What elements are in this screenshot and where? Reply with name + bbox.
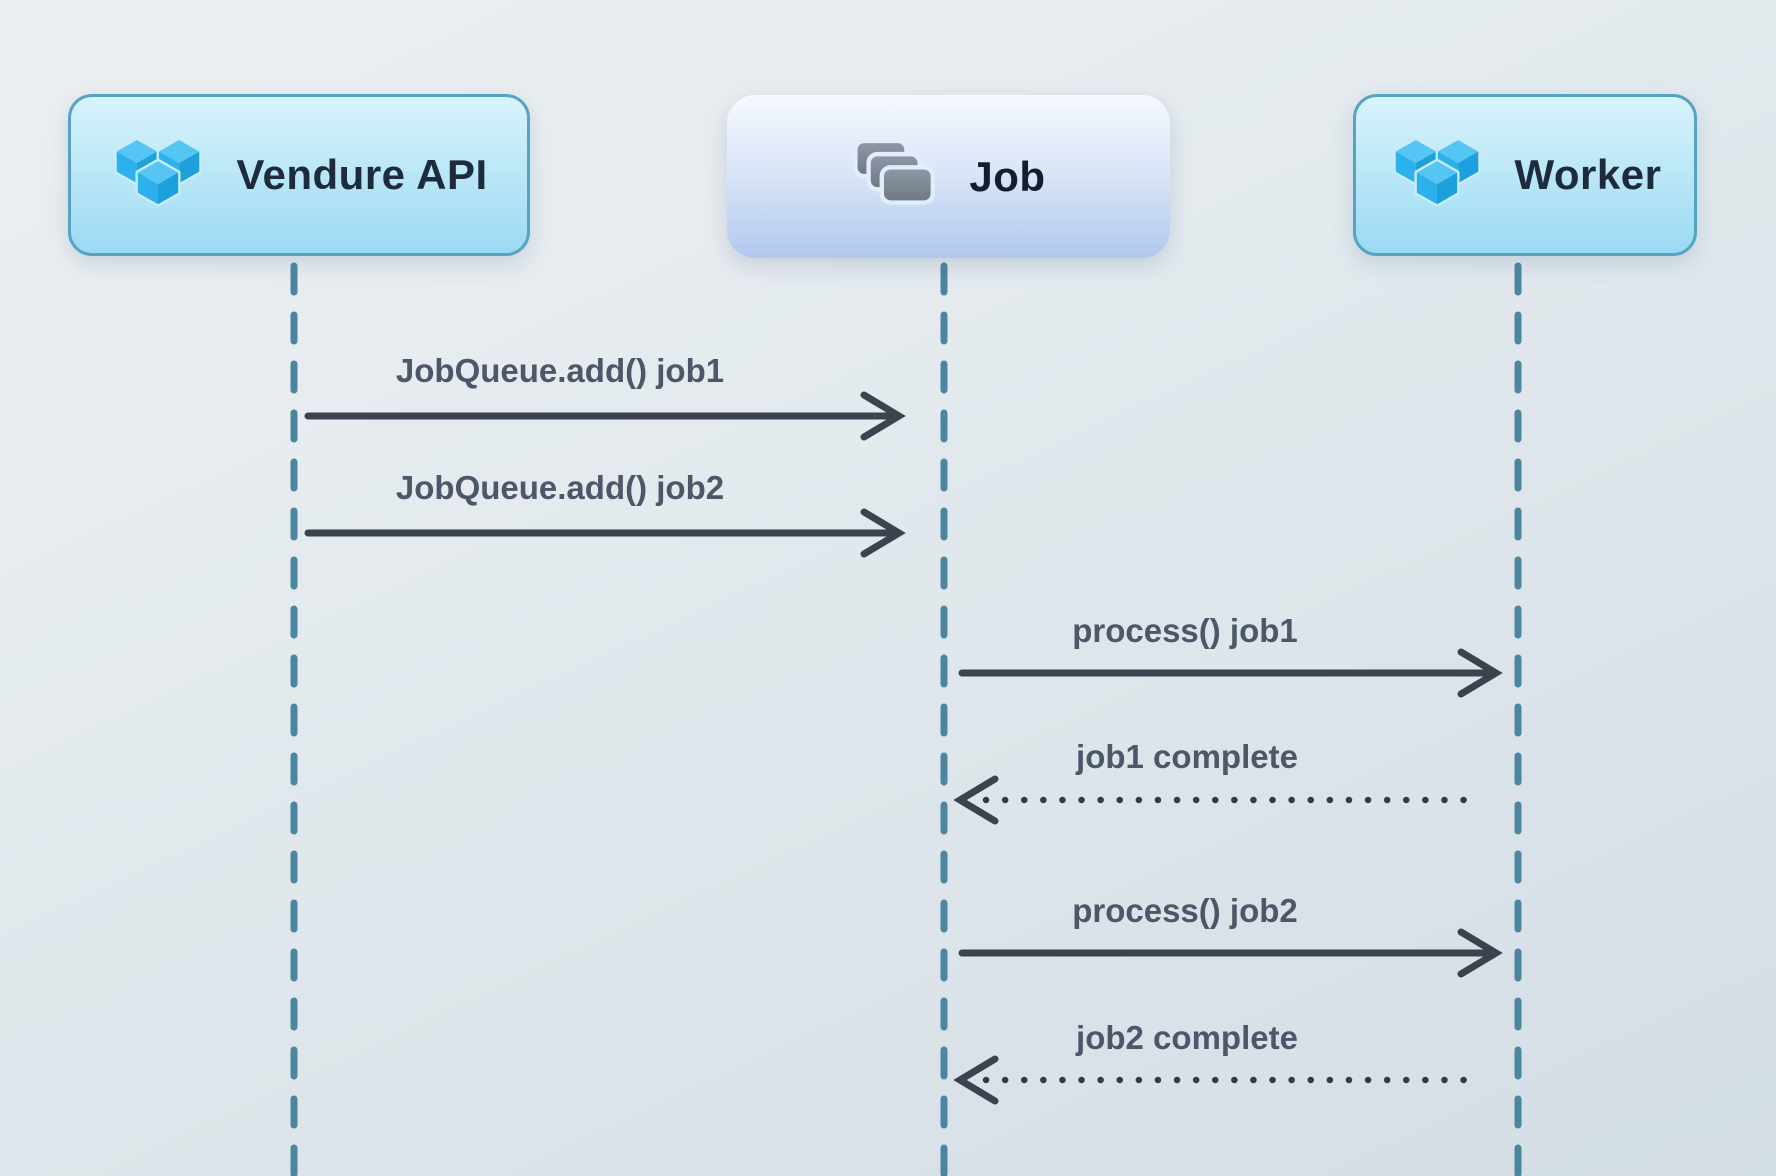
- message-label-jobqueue-add-job2: JobQueue.add() job2: [395, 469, 725, 506]
- message-label-process-job1: process() job1: [1072, 612, 1298, 649]
- arrowhead-right: [1457, 648, 1503, 698]
- message-label-process-job2: process() job2: [1072, 892, 1298, 929]
- message-label-job1-complete: job1 complete: [1076, 738, 1298, 775]
- message-arrow-process-job2: [958, 928, 1503, 978]
- arrowhead-right: [860, 391, 906, 441]
- arrowhead-left: [953, 775, 999, 825]
- message-arrow-jobqueue-add-job2: [304, 508, 906, 558]
- actor-label-job: Job: [969, 152, 1046, 200]
- actor-label-vendure-api: Vendure API: [236, 151, 488, 198]
- actor-box-vendure-api: Vendure API: [68, 94, 530, 256]
- message-label-job2-complete: job2 complete: [1076, 1019, 1298, 1056]
- arrowhead-right: [860, 508, 906, 558]
- message-arrow-job1-complete: [953, 775, 1483, 825]
- arrowhead-left: [953, 1055, 999, 1105]
- cube-front-center: [1413, 158, 1460, 207]
- actor-box-worker: Worker: [1353, 94, 1697, 256]
- actor-box-job: Job: [727, 95, 1170, 258]
- cube-front-center: [135, 158, 181, 207]
- vendure-logo-icon: [1389, 134, 1485, 216]
- actor-label-worker: Worker: [1514, 151, 1662, 198]
- arrowhead-right: [1457, 928, 1503, 978]
- vendure-logo-icon: [110, 134, 206, 216]
- card-front: [880, 164, 936, 205]
- message-arrow-jobqueue-add-job1: [304, 391, 906, 441]
- message-label-jobqueue-add-job1: JobQueue.add() job1: [395, 352, 725, 389]
- message-arrow-job2-complete: [953, 1055, 1483, 1105]
- message-arrow-process-job1: [958, 648, 1503, 698]
- stacked-cards-icon: [851, 133, 939, 221]
